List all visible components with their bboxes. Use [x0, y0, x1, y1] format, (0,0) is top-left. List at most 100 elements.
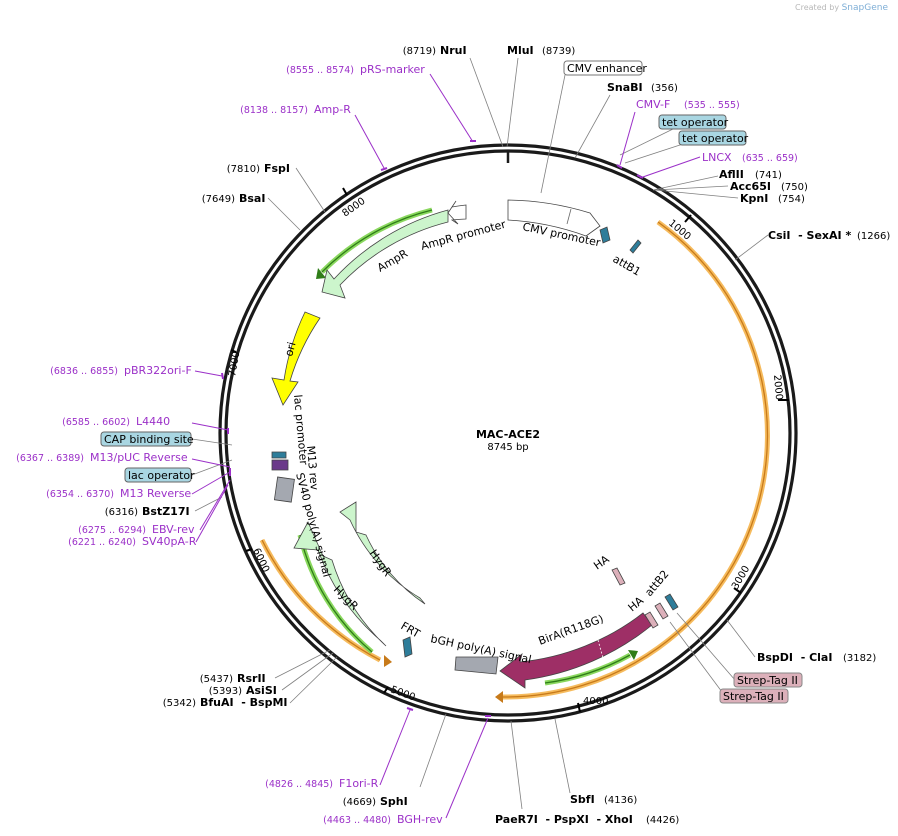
cmv-f-leader [619, 111, 636, 166]
ha-tag-marker-2[interactable] [644, 611, 659, 629]
site-name-asisi[interactable]: AsiSI [246, 684, 277, 697]
site-name-fspi[interactable]: FspI [264, 162, 290, 175]
sphi-leader [419, 713, 447, 788]
feature-bands [259, 207, 770, 703]
hygr-outer-arrow[interactable] [293, 521, 387, 647]
site-pos-rsrii: (5437) [200, 674, 233, 685]
site-name-sbfi[interactable]: SbfI [570, 793, 595, 806]
features [271, 199, 679, 689]
ori-label: ori [282, 341, 298, 358]
primer-range-sv40pa: (6221 .. 6240) [68, 537, 136, 548]
primer-ebv-rev[interactable]: EBV-rev [152, 523, 195, 536]
site-name-sphi[interactable]: SphI [380, 795, 408, 808]
xhoi-leader [510, 720, 523, 810]
tet-op1-leader [619, 128, 674, 156]
primer-range-lncx: (635 .. 659) [742, 153, 798, 164]
hygr-inner-arrow[interactable] [339, 501, 426, 605]
site-pos-fspi: (7810) [227, 164, 260, 175]
site-name-bspdi-clai[interactable]: BspDI - ClaI [757, 651, 832, 664]
site-name-rsrii[interactable]: RsrII [237, 672, 266, 685]
strep-tag-marker-1[interactable] [654, 602, 669, 620]
plasmid-length: 8745 bp [487, 442, 528, 453]
bsai-leader [267, 197, 301, 231]
watermark-prefix: Created by [795, 3, 840, 12]
ha-tag-marker-1[interactable] [611, 567, 626, 586]
lac-operator-box[interactable] [124, 467, 192, 483]
primer-cmv-f[interactable]: CMV-F [636, 98, 670, 111]
m13-rev-label: M13 rev [304, 445, 321, 491]
nrui-leader [469, 57, 504, 148]
tick-label: 4000 [583, 696, 608, 707]
bgh-polya-box[interactable] [454, 656, 499, 675]
primer-range-ampr: (8138 .. 8157) [240, 105, 308, 116]
bstz17i-leader [194, 496, 223, 512]
primer-m13-reverse[interactable]: M13 Reverse [120, 487, 191, 500]
site-name-aflii[interactable]: AflII [719, 168, 744, 181]
site-name-csii-sexai[interactable]: CsiI - SexAI * [768, 229, 851, 242]
primer-lncx[interactable]: LNCX [702, 151, 732, 164]
snapgene-watermark: Created by SnapGene [795, 3, 888, 13]
primer-pbr322ori-f[interactable]: pBR322ori-F [124, 364, 192, 377]
frt-marker[interactable] [402, 636, 413, 658]
strep-tag-label-1: Strep-Tag II [737, 674, 798, 687]
strep-tag-box-1[interactable] [733, 672, 803, 688]
tet-operator-box-2[interactable] [678, 130, 747, 146]
site-name-bstz17i[interactable]: BstZ17I [142, 505, 190, 518]
primer-leaders [191, 73, 701, 819]
ampr-primer-mark [380, 167, 388, 171]
rsrii-leader [274, 649, 331, 679]
strep1-leader [676, 612, 736, 681]
bira-arrow[interactable] [499, 612, 653, 689]
strep-tag-box-2[interactable] [719, 688, 789, 704]
tick-label: 2000 [771, 374, 784, 400]
pbr322-mark [221, 372, 224, 380]
attb1-marker[interactable] [599, 226, 611, 244]
orf-band-left-arrowhead [384, 655, 392, 667]
acc65i-leader [654, 185, 729, 191]
tick-mark [383, 686, 389, 694]
tick-label: 7000 [227, 351, 242, 378]
site-name-snabi[interactable]: SnaBI [607, 81, 643, 94]
asisi-leader [281, 652, 334, 691]
primer-l4440[interactable]: L4440 [136, 415, 170, 428]
site-name-mlui[interactable]: MluI [507, 44, 534, 57]
tet-operator-box-1[interactable] [658, 114, 727, 130]
aflii-leader [652, 175, 719, 191]
attb2-marker[interactable] [664, 593, 679, 611]
site-name-kpni[interactable]: KpnI [740, 192, 768, 205]
site-name-bsai[interactable]: BsaI [239, 192, 265, 205]
m13-rev-marker[interactable] [271, 459, 289, 471]
lac-operator-marker[interactable] [271, 451, 287, 459]
attb1-label: attB1 [611, 252, 643, 278]
cap-binding-site-box[interactable] [100, 431, 192, 447]
primer-range-cmv-f: (535 .. 555) [684, 100, 740, 111]
site-pos-kpni: (754) [778, 194, 805, 205]
fspi-leader [295, 167, 326, 213]
ori-arrow[interactable] [271, 311, 321, 406]
tick-label: 8000 [340, 196, 367, 220]
site-name-nrui[interactable]: NruI [440, 44, 467, 57]
cmv-promoter-arrow[interactable] [507, 199, 601, 237]
csii-leader [734, 234, 769, 261]
mlui-leader [506, 57, 519, 148]
attb1-arrow[interactable] [629, 239, 642, 254]
ebv-rev-leader [199, 479, 231, 531]
site-name-bfuai-bspmi[interactable]: BfuAI - BspMI [200, 696, 288, 709]
ampr-arrow[interactable] [321, 209, 449, 299]
site-name-xhoi-group[interactable]: PaeR7I - PspXI - XhoI [495, 813, 633, 826]
cmv-f-mark [616, 164, 623, 169]
site-name-acc65i[interactable]: Acc65I [730, 180, 771, 193]
primer-sv40pa-r[interactable]: SV40pA-R [142, 535, 197, 548]
cmv-enhancer-leader [540, 74, 566, 194]
site-pos-nrui: (8719) [403, 46, 436, 57]
primer-amp-r[interactable]: Amp-R [314, 103, 351, 116]
primer-prs-marker[interactable]: pRS-marker [360, 63, 425, 76]
primer-bgh-rev[interactable]: BGH-rev [397, 813, 443, 826]
primer-f1ori-r[interactable]: F1ori-R [339, 777, 379, 790]
sv40-polya-box[interactable] [273, 476, 295, 503]
ampr-promoter-arrow[interactable] [447, 200, 467, 225]
cmv-enhancer-box[interactable] [563, 60, 643, 76]
ampr-orf-band-core [321, 209, 433, 273]
primer-m13-puc-reverse[interactable]: M13/pUC Reverse [90, 451, 188, 464]
